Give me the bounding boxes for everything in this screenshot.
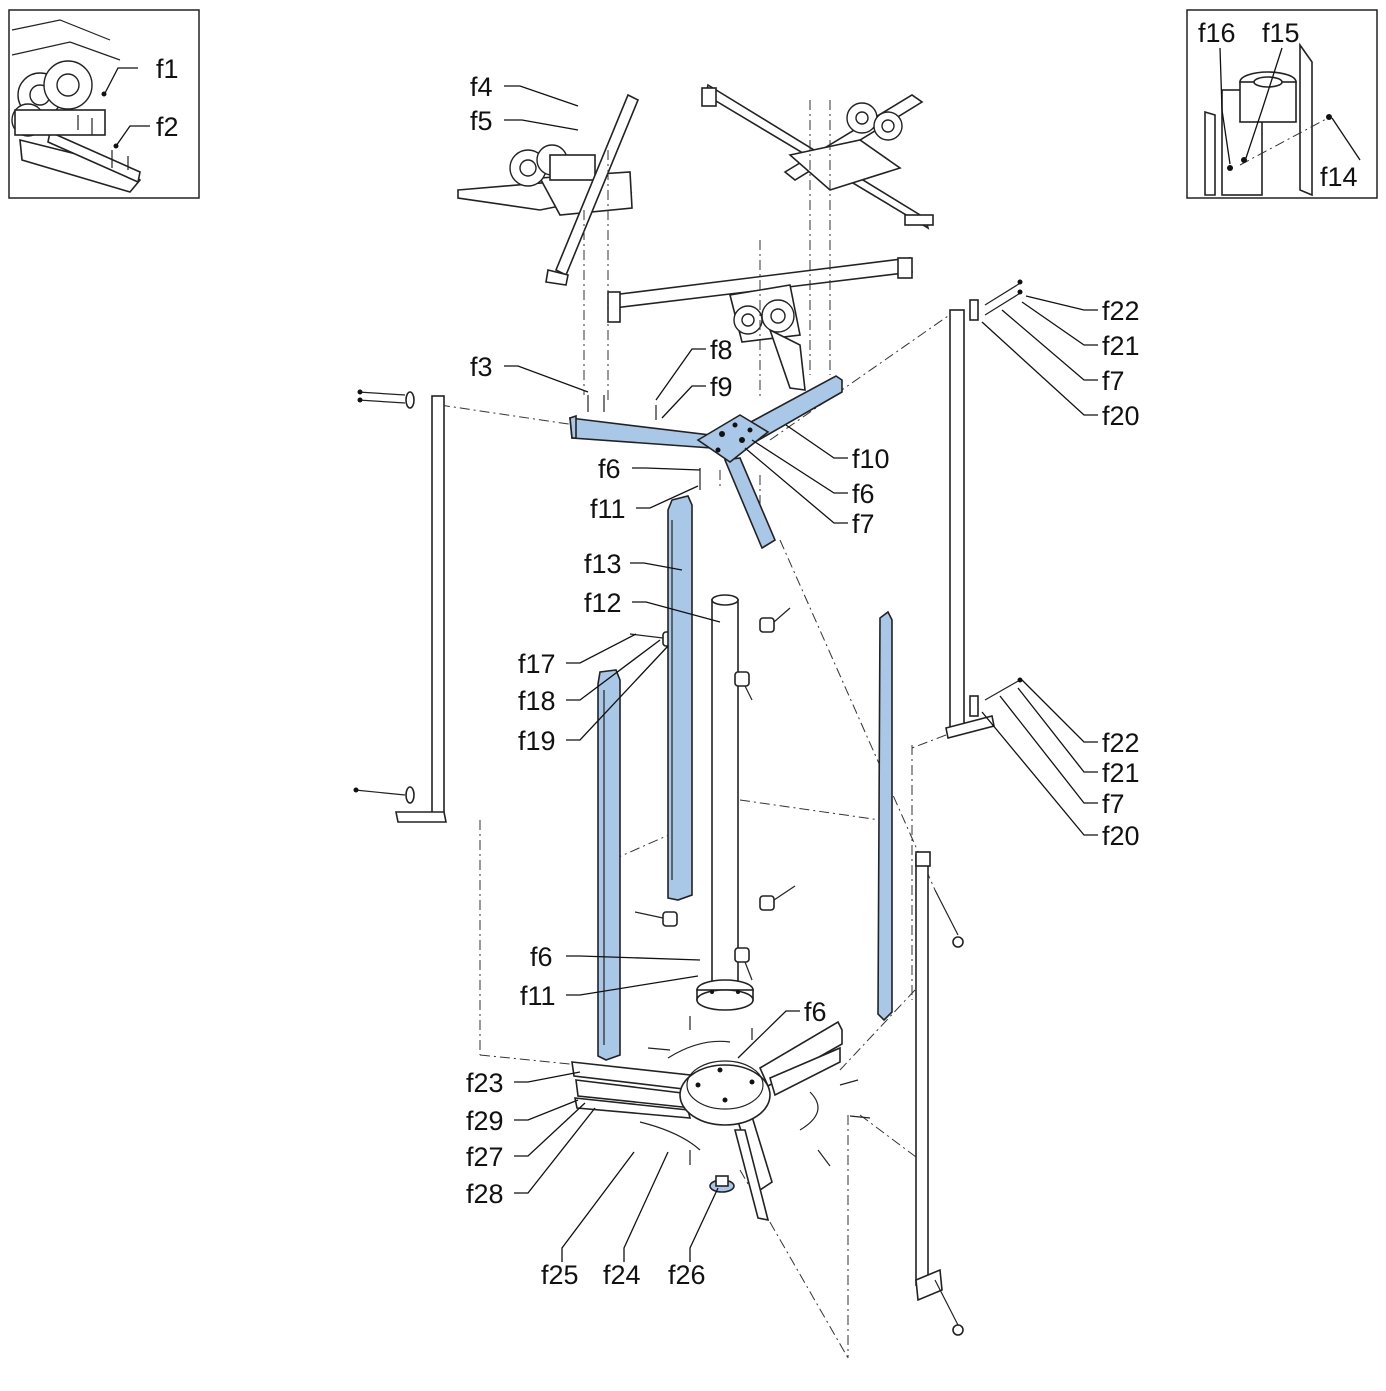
lower-base-spider bbox=[571, 1016, 871, 1222]
callout-f7-right-lower: f7 bbox=[1102, 789, 1125, 819]
right-upright-post bbox=[945, 279, 1023, 739]
leader-lines bbox=[103, 47, 1361, 1262]
callout-f10: f10 bbox=[852, 444, 890, 474]
central-mast-tube bbox=[696, 594, 754, 1011]
inset-detail-right bbox=[1186, 9, 1378, 199]
callout-f25: f25 bbox=[541, 1260, 579, 1290]
guide-profile-f13 bbox=[667, 495, 693, 901]
callout-f27: f27 bbox=[466, 1142, 504, 1172]
callout-f16: f16 bbox=[1198, 18, 1236, 48]
callout-f28: f28 bbox=[466, 1179, 504, 1209]
callout-f6-lower-left: f6 bbox=[530, 942, 553, 972]
callout-f29: f29 bbox=[466, 1106, 504, 1136]
callout-f7-upper: f7 bbox=[852, 509, 875, 539]
callout-f23: f23 bbox=[466, 1068, 504, 1098]
gearbox-assembly-center bbox=[607, 257, 913, 391]
callout-f19: f19 bbox=[518, 726, 556, 756]
callout-f12: f12 bbox=[584, 588, 622, 618]
callout-f1: f1 bbox=[156, 54, 179, 84]
callout-f2: f2 bbox=[156, 112, 179, 142]
callout-labels: f1 f2 f4 f5 f3 f8 f9 f10 f6 f7 f6 f11 f1… bbox=[156, 18, 1358, 1290]
callout-f17: f17 bbox=[518, 649, 556, 679]
guide-profile-left bbox=[597, 669, 621, 1061]
callout-f8: f8 bbox=[710, 335, 733, 365]
callout-f11-upper: f11 bbox=[590, 494, 626, 524]
inset-detail-left bbox=[8, 9, 200, 199]
callout-f7-right-upper: f7 bbox=[1102, 366, 1125, 396]
callout-f21-upper: f21 bbox=[1102, 331, 1140, 361]
guide-profile-right bbox=[877, 610, 893, 1022]
callout-f6-upper-right: f6 bbox=[852, 479, 875, 509]
lower-right-upright-post bbox=[915, 851, 964, 1336]
callout-f6-lower-right: f6 bbox=[804, 997, 827, 1027]
callout-f11-lower: f11 bbox=[520, 981, 556, 1011]
callout-f13: f13 bbox=[584, 549, 622, 579]
callout-f22-lower: f22 bbox=[1102, 728, 1140, 758]
callout-f4: f4 bbox=[470, 72, 493, 102]
callout-f20-lower: f20 bbox=[1102, 821, 1140, 851]
left-upright-post bbox=[353, 389, 447, 823]
callout-f20-upper: f20 bbox=[1102, 401, 1140, 431]
callout-f24: f24 bbox=[603, 1260, 641, 1290]
callout-f9: f9 bbox=[710, 372, 733, 402]
gearbox-assembly-right bbox=[701, 83, 934, 230]
callout-f14: f14 bbox=[1320, 162, 1358, 192]
callout-f6-upper-left: f6 bbox=[598, 454, 621, 484]
callout-f26: f26 bbox=[668, 1260, 706, 1290]
callout-f15: f15 bbox=[1262, 18, 1300, 48]
callout-f18: f18 bbox=[518, 686, 556, 716]
callout-f3: f3 bbox=[470, 352, 493, 382]
callout-f5: f5 bbox=[470, 106, 493, 136]
callout-f21-lower: f21 bbox=[1102, 758, 1140, 788]
upper-spider-frame bbox=[569, 375, 843, 550]
callout-f22-upper: f22 bbox=[1102, 296, 1140, 326]
gearbox-assembly-left bbox=[457, 93, 640, 286]
